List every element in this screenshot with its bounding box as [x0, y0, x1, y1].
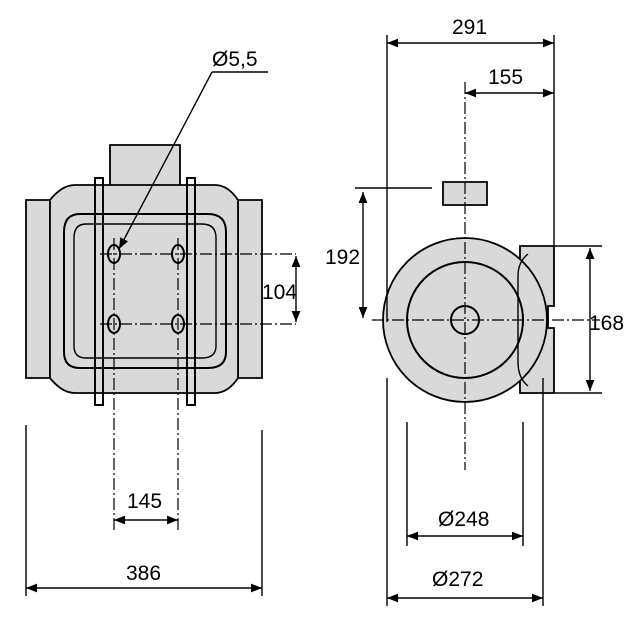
- side-left-collar: [25, 199, 51, 379]
- dim-168-label: 168: [589, 312, 624, 335]
- side-view: [25, 144, 296, 596]
- hole-callout: Ø5,5: [118, 48, 268, 250]
- side-face-plate: [63, 213, 227, 369]
- dim-overall-length: 386: [26, 562, 262, 593]
- dim-hole-spacing-vertical: 104: [262, 256, 301, 322]
- dim-248-label: Ø248: [438, 508, 489, 531]
- dim-spigot-offset: 155: [465, 66, 554, 98]
- dim-192-label: 192: [325, 246, 360, 269]
- dim-hole-spacing-horizontal: 145: [114, 490, 178, 525]
- dim-mount-plate-height: 168: [585, 248, 624, 391]
- side-face-inner-edge: [73, 223, 217, 359]
- end-view: [355, 35, 602, 606]
- hole-diameter-label: Ø5,5: [212, 48, 258, 71]
- dim-145-label: 145: [127, 490, 162, 513]
- end-plate-inner-step: [517, 253, 529, 387]
- dim-155-label: 155: [488, 66, 523, 89]
- side-strap-right: [186, 177, 196, 406]
- dim-291-label: 291: [452, 16, 487, 39]
- dim-272-label: Ø272: [432, 568, 483, 591]
- dim-outer-diameter: Ø272: [387, 568, 543, 603]
- dim-104-label: 104: [262, 281, 297, 304]
- dim-386-label: 386: [126, 562, 161, 585]
- side-strap-left: [94, 177, 104, 406]
- side-body: [49, 184, 239, 394]
- hole-leader-arrow: [118, 71, 213, 250]
- dim-overall-width: 291: [387, 16, 554, 48]
- dim-center-height: 192: [325, 192, 368, 318]
- side-right-collar: [237, 199, 263, 379]
- dim-inner-diameter: Ø248: [407, 508, 523, 541]
